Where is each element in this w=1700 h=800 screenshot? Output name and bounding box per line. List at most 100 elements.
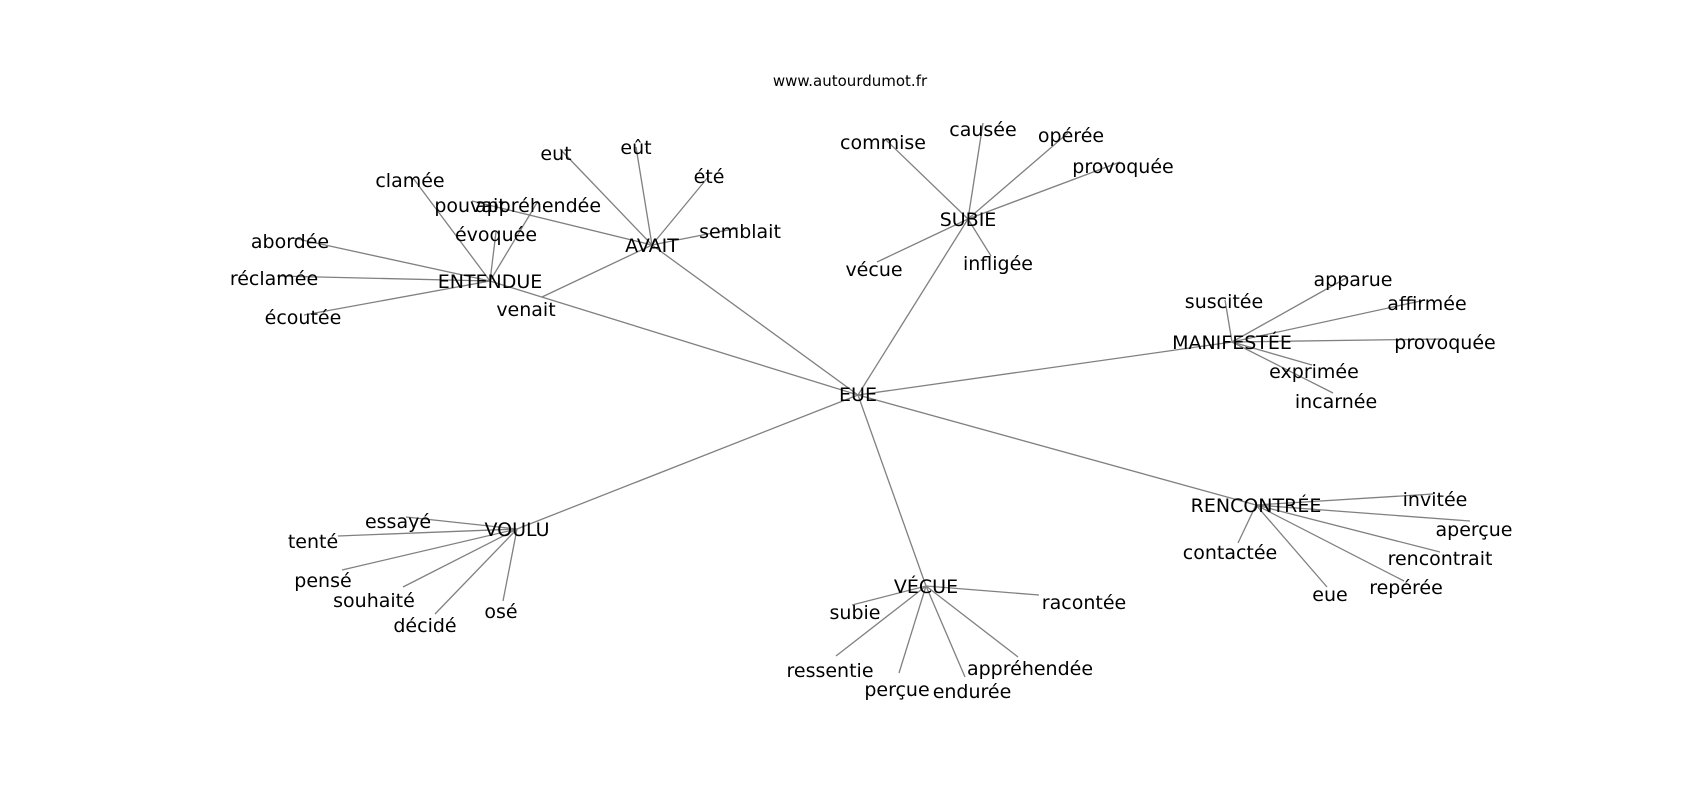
hub-node-label-subie: SUBIE: [940, 209, 997, 231]
leaf-node-label: incarnée: [1295, 391, 1377, 413]
leaf-node-label: osé: [484, 601, 517, 623]
leaf-node-label: affirmée: [1387, 293, 1466, 315]
edge-subie-0: [884, 138, 969, 220]
leaf-node-label: contactée: [1183, 542, 1277, 564]
leaf-node-label: eût: [620, 137, 651, 159]
edge-manifestee-3: [1231, 338, 1445, 343]
edge-center-vecue: [857, 394, 927, 587]
edge-rencontree-5: [1237, 504, 1257, 544]
edge-entendue-5: [303, 280, 491, 316]
hub-node-label-avait: AVAIT: [625, 235, 679, 257]
edge-avait-0: [559, 148, 653, 246]
edge-avait-2: [651, 175, 710, 246]
edge-rencontree-2: [1255, 504, 1441, 553]
leaf-node-label: appréhendée: [967, 658, 1093, 680]
edge-vecue-4: [925, 585, 966, 678]
hub-node-label-voulu: VOULU: [484, 519, 549, 541]
edge-vecue-0: [851, 585, 927, 606]
edge-center-entendue: [489, 280, 859, 396]
leaf-node-label: racontée: [1042, 592, 1126, 614]
leaf-node-label: clamée: [375, 170, 444, 192]
edge-manifestee-4: [1231, 341, 1313, 366]
leaf-node-label: pensé: [294, 570, 351, 592]
edge-voulu-4: [434, 528, 518, 615]
edge-entendue-3: [292, 237, 491, 282]
edge-voulu-0: [405, 516, 518, 530]
center-node-label: EUE: [839, 384, 877, 406]
leaf-node-label: ressentie: [786, 660, 873, 682]
edge-voulu-5: [502, 528, 518, 602]
leaf-node-label: perçue: [864, 679, 929, 701]
graph-edges: [276, 122, 1471, 678]
hub-node-label-manifestee: MANIFESTÉE: [1172, 331, 1292, 354]
edge-subie-3: [967, 161, 1121, 220]
edge-rencontree-3: [1255, 504, 1405, 582]
leaf-node-label: réclamée: [230, 268, 318, 290]
edge-vecue-3: [898, 585, 927, 674]
edge-center-avait: [651, 244, 859, 396]
edge-entendue-0: [412, 177, 491, 282]
edge-manifestee-2: [1231, 299, 1426, 343]
edge-entendue-1: [489, 200, 539, 282]
leaf-node-label: pouvait: [434, 195, 505, 217]
leaf-node-label: invitée: [1403, 489, 1468, 511]
graph-labels: EUE AVAIT eut eût été semblait pouvait venait EN…: [230, 119, 1513, 703]
edge-avait-3: [651, 227, 739, 246]
edge-avait-4: [471, 200, 653, 246]
edge-center-subie: [857, 218, 969, 396]
leaf-node-label: commise: [840, 132, 926, 154]
leaf-node-label: suscitée: [1185, 291, 1263, 313]
edge-entendue-4: [276, 275, 491, 282]
leaf-node-label: endurée: [933, 681, 1012, 703]
leaf-node-label: souhaité: [333, 590, 415, 612]
edge-center-manifestee: [857, 341, 1233, 396]
edge-voulu-1: [337, 528, 518, 537]
edge-subie-4: [876, 218, 969, 263]
edge-center-voulu: [516, 394, 859, 530]
leaf-node-label: apparue: [1314, 269, 1393, 291]
leaf-node-label: abordée: [251, 231, 329, 253]
leaf-node-label: décidé: [393, 615, 456, 637]
leaf-node-label: venait: [496, 299, 555, 321]
edge-subie-5: [967, 218, 992, 257]
edge-avait-5: [541, 244, 653, 298]
edge-subie-2: [967, 132, 1069, 220]
leaf-node-label: opérée: [1038, 125, 1104, 147]
leaf-node-label: vécue: [845, 259, 902, 281]
edge-rencontree-0: [1255, 493, 1434, 506]
leaf-node-label: essayé: [365, 511, 431, 533]
edge-vecue-5: [925, 585, 1019, 658]
edge-entendue-2: [489, 231, 497, 282]
edge-manifestee-0: [1224, 299, 1233, 343]
leaf-node-label: eut: [540, 143, 571, 165]
leaf-node-label: rencontrait: [1388, 548, 1493, 570]
leaf-node-label: provoquée: [1072, 156, 1173, 178]
leaf-node-label: provoquée: [1394, 332, 1495, 354]
edge-voulu-2: [341, 528, 518, 571]
leaf-node-label: infligée: [963, 253, 1033, 275]
leaf-node-label: évoquée: [455, 224, 537, 246]
hub-node-label-vecue: VÉCUE: [894, 575, 958, 598]
leaf-node-label: appréhendée: [475, 195, 601, 217]
leaf-node-label: repérée: [1369, 577, 1443, 599]
leaf-node-label: exprimée: [1269, 361, 1359, 383]
edge-manifestee-5: [1231, 341, 1334, 394]
edge-subie-1: [967, 122, 984, 220]
edge-voulu-3: [402, 528, 518, 588]
leaf-node-label: semblait: [699, 221, 781, 243]
leaf-node-label: causée: [949, 119, 1016, 141]
edge-rencontree-4: [1255, 504, 1328, 588]
edge-center-rencontree: [857, 394, 1257, 506]
leaf-node-label: été: [694, 166, 725, 188]
leaf-node-label: eue: [1312, 584, 1347, 606]
leaf-node-label: tenté: [288, 531, 338, 553]
edge-vecue-1: [925, 585, 1040, 596]
site-watermark: www.autourdumot.fr: [772, 72, 928, 90]
leaf-node-label: aperçue: [1436, 519, 1513, 541]
leaf-node-label: écoutée: [265, 307, 342, 329]
edge-manifestee-1: [1231, 276, 1349, 343]
edge-rencontree-1: [1255, 504, 1471, 522]
hub-node-label-rencontree: RENCONTRÉE: [1191, 494, 1322, 517]
hub-node-label-entendue: ENTENDUE: [438, 271, 543, 293]
